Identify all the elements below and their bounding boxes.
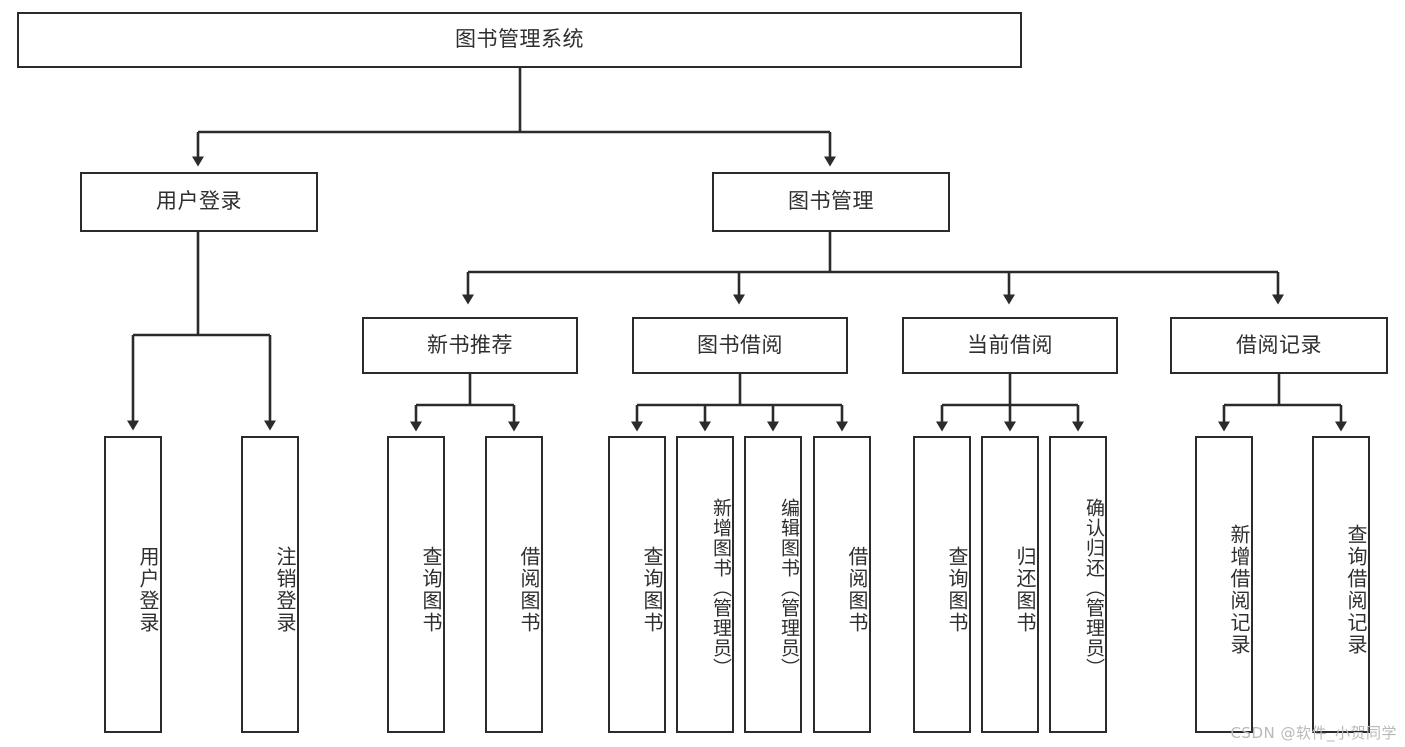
leaf-user-login-label: 用户登录 [136,545,160,634]
leaf-query-borrow-record[interactable]: 查询借阅记录 [1312,436,1370,733]
leaf-return-book-label: 归还图书 [1013,545,1037,634]
node-root-label: 图书管理系统 [455,27,584,52]
leaf-confirm-return-label: 确认归还（管理员） [1083,497,1105,678]
leaf-borrow-book-1[interactable]: 借阅图书 [485,436,543,733]
csdn-watermark: CSDN @软件_小贺同学 [1230,724,1397,742]
node-book-manage-label: 图书管理 [788,189,874,214]
leaf-query-book-3-label: 查询图书 [945,545,969,634]
node-root[interactable]: 图书管理系统 [17,12,1022,68]
node-new-book-recommend[interactable]: 新书推荐 [362,317,578,374]
leaf-add-book[interactable]: 新增图书（管理员） [676,436,734,733]
leaf-logout-login[interactable]: 注销登录 [241,436,299,733]
leaf-return-book[interactable]: 归还图书 [981,436,1039,733]
leaf-query-borrow-record-label: 查询借阅记录 [1344,523,1368,656]
node-current-borrow[interactable]: 当前借阅 [902,317,1118,374]
node-book-manage[interactable]: 图书管理 [712,172,950,232]
leaf-borrow-book-2[interactable]: 借阅图书 [813,436,871,733]
leaf-borrow-book-1-label: 借阅图书 [517,545,541,634]
leaf-edit-book-label: 编辑图书（管理员） [778,497,800,678]
node-new-book-recommend-label: 新书推荐 [427,332,513,357]
node-borrow-record-label: 借阅记录 [1236,332,1322,357]
leaf-query-book-1[interactable]: 查询图书 [387,436,445,733]
node-borrow-record[interactable]: 借阅记录 [1170,317,1388,374]
leaf-edit-book[interactable]: 编辑图书（管理员） [744,436,802,733]
leaf-add-book-label: 新增图书（管理员） [710,497,732,678]
leaf-query-book-1-label: 查询图书 [419,545,443,634]
leaf-query-book-3[interactable]: 查询图书 [913,436,971,733]
node-user-login[interactable]: 用户登录 [80,172,318,232]
leaf-borrow-book-2-label: 借阅图书 [845,545,869,634]
leaf-confirm-return[interactable]: 确认归还（管理员） [1049,436,1107,733]
leaf-user-login[interactable]: 用户登录 [104,436,162,733]
leaf-add-borrow-record[interactable]: 新增借阅记录 [1195,436,1253,733]
node-current-borrow-label: 当前借阅 [967,332,1053,357]
node-book-borrow[interactable]: 图书借阅 [632,317,848,374]
leaf-query-book-2[interactable]: 查询图书 [608,436,666,733]
node-user-login-label: 用户登录 [156,189,242,214]
leaf-add-borrow-record-label: 新增借阅记录 [1227,523,1251,656]
node-book-borrow-label: 图书借阅 [697,332,783,357]
leaf-logout-login-label: 注销登录 [273,545,297,634]
leaf-query-book-2-label: 查询图书 [640,545,664,634]
